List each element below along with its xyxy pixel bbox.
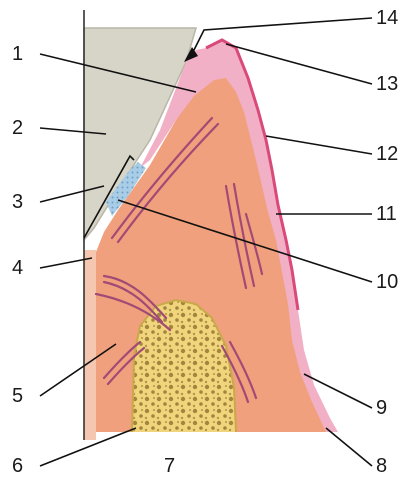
label-2: 2 [12,117,23,139]
label-9: 9 [376,397,387,419]
label-7: 7 [164,455,175,477]
label-13: 13 [376,73,398,95]
label-11: 11 [376,203,397,225]
root-surface [84,250,96,440]
label-3: 3 [12,191,23,213]
label-5: 5 [12,385,23,407]
label-6: 6 [12,455,23,477]
label-10: 10 [376,271,398,293]
label-1: 1 [12,43,23,65]
label-12: 12 [376,143,398,165]
label-8: 8 [376,455,387,477]
label-4: 4 [12,257,23,279]
label-14: 14 [376,7,398,29]
